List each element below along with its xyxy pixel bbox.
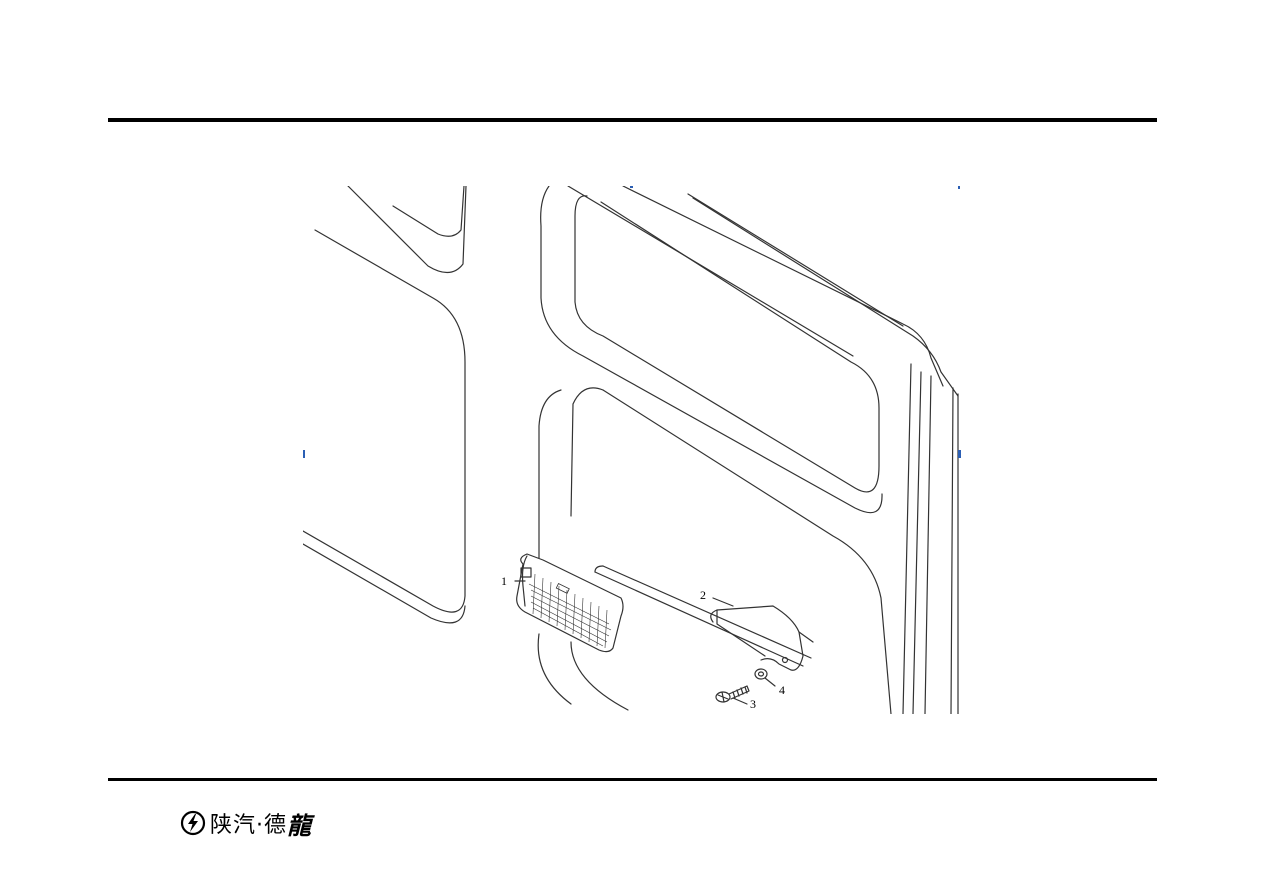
- leader-line-2: [712, 597, 734, 607]
- cab-door-lamp-illustration: 1 2 3 4: [303, 186, 961, 714]
- lamp-bar-edge: [594, 565, 604, 573]
- reg-mark: [303, 450, 305, 458]
- door-line: [303, 543, 466, 624]
- lamp-lens-tab: [520, 567, 532, 578]
- callout-3: 3: [750, 697, 756, 711]
- lower-panel: [602, 389, 892, 714]
- footer-brand-logo: 陕汽·德龍: [180, 806, 311, 840]
- upper-window: [574, 195, 880, 493]
- screw-head: [715, 691, 731, 703]
- lamp-lens-grid: [528, 573, 612, 649]
- parts-diagram: 1 2 3 4: [303, 186, 963, 714]
- pillar-line: [950, 387, 954, 714]
- lamp-bar-edge: [594, 571, 804, 667]
- panel-curve: [537, 633, 572, 705]
- lamp-bar-edge: [602, 565, 812, 659]
- door-line: [347, 186, 467, 274]
- panel-line: [567, 186, 854, 357]
- roof-edge: [687, 193, 904, 327]
- roof-edge: [622, 186, 944, 387]
- registration-marks: [303, 186, 961, 458]
- washer: [754, 668, 768, 680]
- reg-mark: [958, 186, 960, 189]
- shacman-bolt-circle-icon: [180, 810, 206, 836]
- reg-mark: [630, 186, 633, 188]
- lower-panel: [538, 389, 562, 559]
- brand-name: 陕汽·德: [210, 813, 287, 838]
- door-window-outline: [303, 229, 466, 613]
- footer-rule: [108, 778, 1157, 781]
- panel-curve: [570, 641, 629, 711]
- lamp-lens: [516, 553, 624, 653]
- reg-mark: [958, 450, 961, 458]
- leader-line-4: [764, 677, 776, 687]
- pillar-line: [912, 371, 922, 714]
- lamp-switch: [555, 583, 570, 594]
- callout-2: 2: [700, 588, 706, 602]
- mounting-hole: [781, 656, 789, 664]
- brand-name-tail: 龍: [287, 810, 311, 840]
- leader-line-3: [732, 697, 748, 705]
- pillar-line: [924, 375, 932, 714]
- screw-slot: [717, 691, 729, 703]
- lamp-cover-edge: [798, 631, 814, 643]
- panel-outline: [540, 186, 883, 514]
- lamp-cover-edge: [716, 609, 766, 657]
- header-rule: [108, 118, 1157, 122]
- roof-edge: [692, 197, 959, 397]
- washer-hole: [757, 671, 765, 677]
- callout-1: 1: [501, 574, 507, 588]
- lamp-cover: [710, 605, 804, 671]
- callout-4: 4: [779, 683, 785, 697]
- screw-shank: [728, 685, 750, 700]
- lower-panel: [570, 387, 604, 517]
- lamp-lens-edge: [521, 555, 528, 607]
- door-line: [392, 186, 465, 237]
- screw-thread: [732, 686, 748, 699]
- pillar-line: [902, 363, 912, 714]
